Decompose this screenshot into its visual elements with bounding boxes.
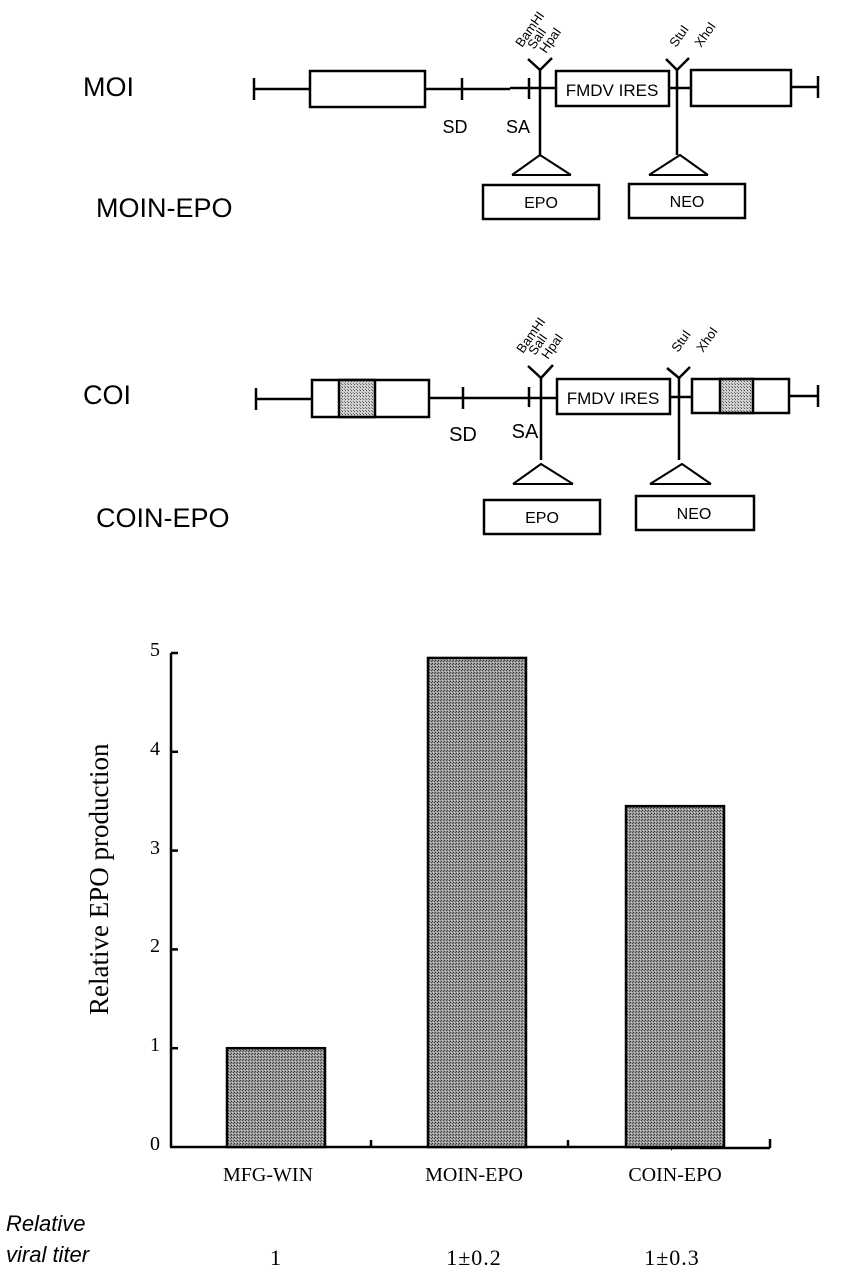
element-label-fmdv-ires: FMDV IRES — [567, 389, 660, 408]
y-tick-5: 5 — [150, 639, 160, 661]
vector-map-moi: FMDV IRES EPO NEO SD SA BamHI SalI HpaI … — [252, 9, 820, 221]
construct-label-coin-epo: COIN-EPO — [96, 503, 230, 533]
y-tick-0: 0 — [150, 1133, 160, 1155]
site-label-sd: SD — [442, 117, 467, 137]
y-tick-1: 1 — [150, 1034, 160, 1057]
site-label-sa: SA — [506, 117, 530, 137]
y-tick-3: 3 — [150, 836, 160, 859]
insert-label-neo: NEO — [670, 194, 705, 211]
y-tick-4: 4 — [150, 737, 160, 760]
viral-titer-label-line2: viral titer — [6, 1242, 90, 1267]
site-label-sd: SD — [449, 424, 477, 446]
viral-titer-label-line1: Relative — [6, 1211, 86, 1236]
bar-moin-epo — [426, 656, 528, 1149]
viral-titer-coin-epo: 1±0.3 — [644, 1245, 700, 1270]
insert-label-neo: NEO — [677, 506, 712, 523]
bars — [225, 656, 726, 1149]
insert-label-epo: EPO — [524, 195, 558, 212]
site-label-sa: SA — [512, 421, 539, 443]
viral-titer-row-label: Relative viral titer — [6, 1208, 89, 1270]
viral-titer-mfg-win: 1 — [270, 1245, 282, 1270]
construct-label-moin-epo: MOIN-EPO — [96, 193, 233, 223]
bar-coin-epo — [624, 804, 726, 1149]
viral-titer-moin-epo: 1±0.2 — [446, 1245, 502, 1270]
bar-mfg-win — [225, 1046, 327, 1149]
element-label-fmdv-ires: FMDV IRES — [566, 81, 659, 100]
vector-map-coi: FMDV IRES EPO NEO SD SA BamHI SalI HpaI … — [254, 315, 820, 536]
vector-label-coi: COI — [83, 380, 132, 410]
x-category-moin-epo: MOIN-EPO — [425, 1164, 523, 1186]
x-category-mfg-win: MFG-WIN — [223, 1164, 313, 1186]
y-tick-2: 2 — [150, 935, 160, 958]
insert-label-epo: EPO — [525, 510, 559, 527]
vector-label-moi: MOI — [83, 72, 134, 102]
x-category-coin-epo: COIN-EPO — [628, 1164, 722, 1186]
